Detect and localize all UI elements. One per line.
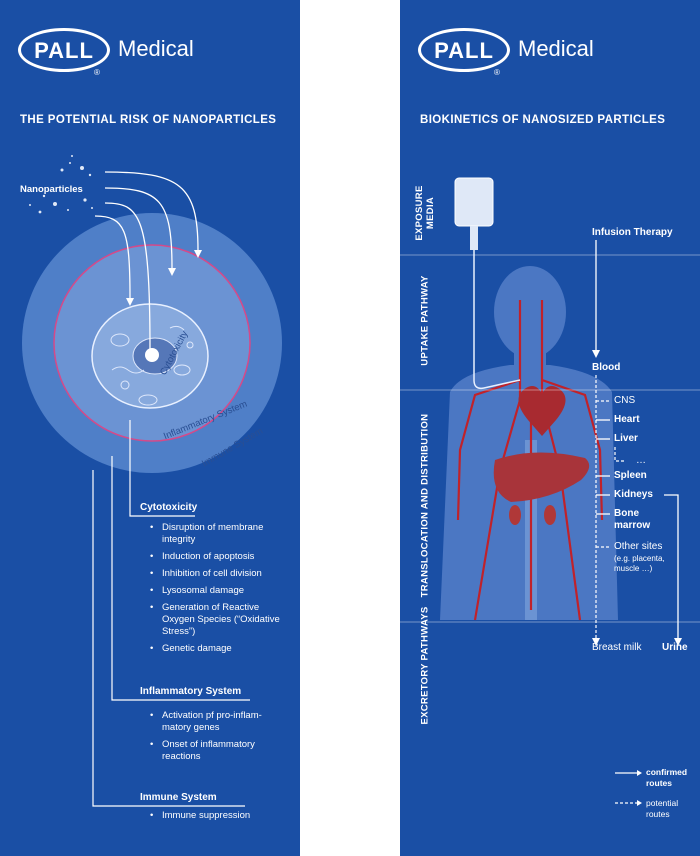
logo-oval	[418, 28, 510, 72]
vesicle-icon	[186, 341, 194, 349]
mitochondrion-icon	[110, 333, 130, 347]
right-diagram-graphics	[400, 177, 700, 806]
particle-entry-arrows	[94, 171, 199, 351]
list-item: Activation pf pro-inflam-matory genes	[148, 710, 286, 734]
organ-liver-more: …	[636, 455, 646, 466]
logo-registered-mark: ®	[494, 68, 500, 77]
left-infographic-panel: PALL ® Medical THE POTENTIAL RISK OF NAN…	[0, 0, 300, 856]
band-label-exposure: EXPOSURE MEDIA	[414, 185, 436, 241]
kidney-left	[509, 505, 521, 525]
list-item: Immune suppression	[148, 810, 286, 822]
organ-other-sites: Other sites	[614, 541, 663, 552]
potential-flow-lines	[595, 375, 626, 638]
legend-potential-arrow	[637, 800, 642, 806]
infusion-tube	[473, 250, 521, 390]
er-icon	[111, 366, 145, 374]
logo-oval	[18, 28, 110, 72]
left-title: THE POTENTIAL RISK OF NANOPARTICLES	[20, 114, 277, 126]
legend-confirmed-text-2: routes	[646, 778, 672, 788]
golgi-icon	[169, 325, 185, 331]
infusion-drip-chamber	[470, 226, 478, 250]
left-diagram-graphics	[22, 155, 282, 807]
list-item: Disruption of membrane integrity	[148, 522, 286, 546]
inflammatory-heading: Inflammatory System	[140, 686, 242, 697]
mitochondrion-icon	[173, 364, 191, 376]
logo-brand: PALL	[34, 38, 94, 63]
band-label-excretory: EXCRETORY PATHWAYS	[419, 606, 431, 725]
organ-heart: Heart	[614, 414, 640, 425]
logo-registered-mark: ®	[94, 68, 100, 77]
kidney-right	[544, 505, 556, 525]
inflammatory-list: Activation pf pro-inflam-matory genes On…	[148, 710, 286, 768]
heart-organ	[518, 386, 566, 436]
immune-list: Immune suppression	[148, 810, 286, 827]
organ-cns: CNS	[614, 395, 636, 406]
list-item: Onset of inflammatory reactions	[148, 739, 286, 763]
list-item: Inhibition of cell division	[148, 568, 286, 580]
organ-liver: Liver	[614, 433, 638, 444]
band-separators	[400, 254, 700, 623]
logo-suffix: Medical	[518, 36, 594, 61]
logo-brand: PALL	[434, 38, 494, 63]
organelle-icon	[138, 394, 158, 406]
nanoparticle-cluster	[29, 155, 93, 214]
confirmed-flow-lines	[595, 240, 679, 638]
right-title: BIOKINETICS OF NANOSIZED PARTICLES	[420, 114, 666, 126]
blood-label: Blood	[592, 362, 621, 373]
organ-other-sites-note-1: (e.g. placenta,	[614, 554, 665, 563]
logo-suffix: Medical	[118, 36, 194, 61]
breast-milk-label: Breast milk	[592, 642, 642, 653]
urine-label: Urine	[662, 642, 688, 653]
organ-spleen: Spleen	[614, 470, 647, 481]
organ-marrow: marrow	[614, 520, 651, 531]
legend-confirmed-arrow	[637, 770, 642, 776]
infusion-therapy-label: Infusion Therapy	[592, 227, 673, 238]
list-item: Generation of Reactive Oxygen Species (“…	[148, 602, 286, 638]
legend-confirmed-text-1: confirmed	[646, 767, 688, 777]
nanoparticle-in-nucleus	[145, 348, 159, 362]
cytotoxicity-list: Disruption of membrane integrity Inducti…	[148, 522, 286, 660]
cytotoxicity-heading: Cytotoxicity	[140, 502, 198, 513]
nanoparticles-label: Nanoparticles	[20, 184, 83, 195]
arrow-heads	[126, 250, 202, 306]
organ-other-sites-note-2: muscle …)	[614, 564, 653, 573]
right-infographic-panel: PALL ® Medical BIOKINETICS OF NANOSIZED …	[400, 0, 700, 856]
flow-arrow-heads	[592, 350, 682, 646]
organ-kidneys: Kidneys	[614, 489, 653, 500]
liver-organ	[493, 452, 590, 502]
organ-bone: Bone	[614, 508, 639, 519]
list-item: Induction of apoptosis	[148, 551, 286, 563]
list-item: Lysosomal damage	[148, 585, 286, 597]
infusion-bag	[454, 177, 494, 227]
band-label-uptake: UPTAKE PATHWAY	[419, 275, 431, 366]
vesicle-icon	[120, 380, 130, 390]
legend-potential-text-1: potential	[646, 798, 679, 808]
band-label-translocation: TRANSLOCATION AND DISTRIBUTION	[419, 413, 431, 598]
leader-lines	[92, 420, 250, 807]
immune-heading: Immune System	[140, 792, 217, 803]
list-item: Genetic damage	[148, 643, 286, 655]
legend-potential-text-2: routes	[646, 809, 670, 819]
